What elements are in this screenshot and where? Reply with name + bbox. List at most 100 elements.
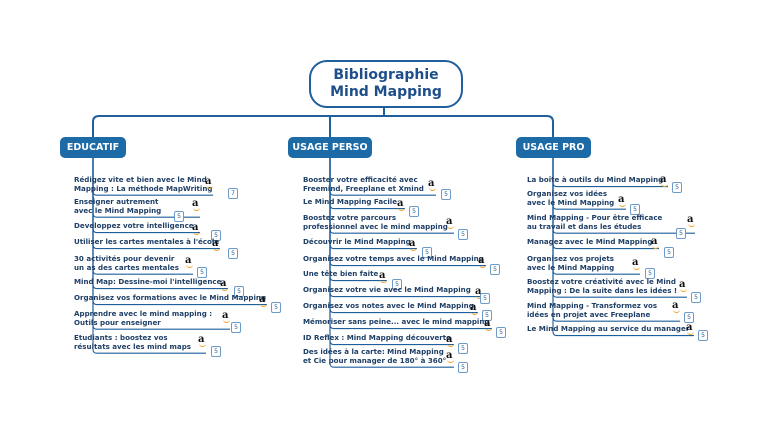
amazon-icon[interactable]: a: [651, 236, 660, 249]
book-item[interactable]: Organisez votre vie avec le Mind Mapping: [303, 285, 471, 295]
count-badge: 5: [684, 312, 694, 323]
amazon-icon[interactable]: a: [478, 255, 487, 268]
book-item[interactable]: Organisez vos formations avec le Mind Ma…: [74, 293, 267, 303]
connector-line: [329, 158, 454, 368]
amazon-icon[interactable]: a: [185, 255, 194, 268]
amazon-icon[interactable]: a: [446, 216, 455, 229]
book-title-line: Mapping : De la suite dans les idées !: [527, 285, 678, 295]
book-title-line: Outils pour enseigner: [74, 317, 161, 327]
book-title-line: Booster votre efficacité avec: [303, 175, 418, 184]
book-title-line: Mémoriser sans peine... avec le mind map…: [303, 317, 490, 326]
root-title-line2: Mind Mapping: [330, 84, 442, 100]
book-item[interactable]: Le Mind Mapping au service du manager: [527, 324, 689, 334]
amazon-icon[interactable]: a: [379, 270, 388, 283]
book-title-line: Organisez votre temps avec le Mind Mappi…: [303, 254, 484, 263]
amazon-icon[interactable]: a: [475, 286, 484, 299]
amazon-icon[interactable]: a: [660, 174, 669, 187]
book-item[interactable]: Le Mind Mapping Facile: [303, 197, 397, 207]
book-title-line: La boîte à outils du Mind Mapping: [527, 175, 664, 184]
book-title-line: idées en projet avec Freeplane: [527, 309, 651, 319]
book-title-line: Developpez votre intelligence: [74, 221, 194, 230]
book-item[interactable]: Utiliser les cartes mentales à l'école: [74, 237, 219, 247]
amazon-icon[interactable]: a: [222, 310, 231, 323]
book-title-line: Organisez vos notes avec le Mind Mapping: [303, 301, 474, 310]
amazon-icon[interactable]: a: [409, 238, 418, 251]
book-title-line: 30 activités pour devenir: [74, 254, 175, 263]
book-title-line: au travail et dans les études: [527, 221, 642, 231]
book-title-line: et Cie pour manager de 180° à 360°: [303, 355, 447, 365]
amazon-icon[interactable]: a: [686, 322, 695, 335]
count-badge: 5: [197, 267, 207, 278]
book-item[interactable]: La boîte à outils du Mind Mapping: [527, 175, 664, 185]
book-item[interactable]: Une tête bien faite: [303, 269, 379, 279]
branch-usage-perso[interactable]: USAGE PERSO: [288, 137, 372, 158]
book-item[interactable]: Découvrir le Mind Mapping: [303, 237, 411, 247]
count-badge: 5: [691, 292, 701, 303]
count-badge: 5: [231, 322, 241, 333]
amazon-icon[interactable]: a: [672, 300, 681, 313]
amazon-icon[interactable]: a: [632, 257, 641, 270]
book-item[interactable]: Organisez votre temps avec le Mind Mappi…: [303, 254, 484, 264]
book-item[interactable]: Managez avec le Mind Mapping: [527, 237, 652, 247]
count-badge: 5: [234, 286, 244, 297]
book-item[interactable]: Mind Map: Dessine-moi l'intelligence.: [74, 277, 225, 287]
count-badge: 5: [672, 182, 682, 193]
count-badge: 5: [271, 302, 281, 313]
amazon-icon[interactable]: a: [687, 214, 696, 227]
amazon-icon[interactable]: a: [192, 198, 201, 211]
amazon-icon[interactable]: a: [205, 176, 214, 189]
amazon-icon[interactable]: a: [198, 334, 207, 347]
book-title-line: Organisez vos formations avec le Mind Ma…: [74, 293, 267, 302]
book-item[interactable]: Apprendre avec le mind mapping :Outils p…: [74, 309, 212, 327]
amazon-icon[interactable]: a: [192, 222, 201, 235]
branch-usage-pro[interactable]: USAGE PRO: [516, 137, 591, 158]
amazon-icon[interactable]: a: [212, 238, 221, 251]
amazon-icon[interactable]: a: [679, 279, 688, 292]
root-node[interactable]: Bibliographie Mind Mapping: [309, 60, 463, 108]
count-badge: 5: [482, 310, 492, 321]
branch-educatif[interactable]: EDUCATIF: [60, 137, 126, 158]
book-title-line: Boostez votre créativité avec le Mind: [527, 277, 676, 286]
book-title-line: Des idées à la carte: Mind Mapping: [303, 347, 444, 356]
count-badge: 5: [490, 264, 500, 275]
count-badge: 7: [228, 188, 238, 199]
connector-line: [92, 115, 554, 137]
amazon-icon[interactable]: a: [484, 318, 493, 331]
count-badge: 5: [458, 343, 468, 354]
amazon-icon[interactable]: a: [446, 350, 455, 363]
count-badge: 5: [496, 327, 506, 338]
count-badge: 5: [409, 206, 419, 217]
book-title-line: professionnel avec le mind mapping: [303, 221, 448, 231]
amazon-icon[interactable]: a: [259, 294, 268, 307]
amazon-icon[interactable]: a: [220, 278, 229, 291]
count-badge: 5: [174, 211, 184, 222]
book-item[interactable]: Mémoriser sans peine... avec le mind map…: [303, 317, 490, 327]
book-title-line: Mind Map: Dessine-moi l'intelligence.: [74, 277, 225, 286]
count-badge: 5: [211, 346, 221, 357]
book-item[interactable]: Developpez votre intelligence: [74, 221, 194, 231]
book-item[interactable]: Organisez vos notes avec le Mind Mapping: [303, 301, 474, 311]
book-title-line: avec le Mind Mapping: [527, 197, 615, 207]
amazon-icon[interactable]: a: [397, 198, 406, 211]
book-item[interactable]: ID Reflex : Mind Mapping découverte: [303, 333, 451, 343]
book-title-line: Enseigner autrement: [74, 197, 159, 206]
amazon-icon[interactable]: a: [428, 178, 437, 191]
amazon-icon[interactable]: a: [618, 194, 627, 207]
count-badge: 5: [664, 247, 674, 258]
book-title-line: Une tête bien faite: [303, 269, 379, 278]
amazon-icon[interactable]: a: [446, 334, 455, 347]
amazon-icon[interactable]: a: [470, 302, 479, 315]
